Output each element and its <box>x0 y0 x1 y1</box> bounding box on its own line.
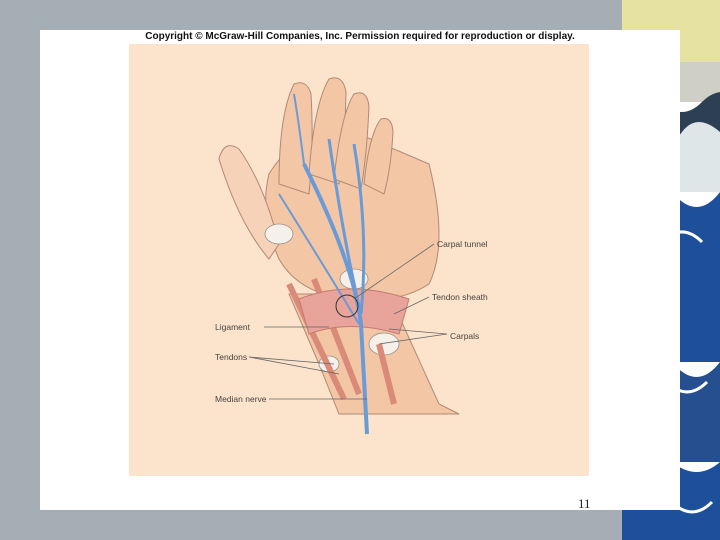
label-tendons: Tendons <box>215 352 247 362</box>
nerve-branch <box>293 93 305 165</box>
thumb-shape <box>218 145 280 260</box>
finger-little <box>363 118 394 195</box>
tendon-line <box>376 343 397 405</box>
label-median-nerve: Median nerve <box>215 394 267 404</box>
label-carpals: Carpals <box>450 331 479 341</box>
nerve-branch <box>352 143 366 315</box>
leader-line <box>248 356 340 375</box>
leader-line <box>248 356 335 365</box>
label-tendon-sheath: Tendon sheath <box>432 292 488 302</box>
copyright-notice: Copyright © McGraw-Hill Companies, Inc. … <box>145 31 575 42</box>
page-number: 11 <box>578 496 591 511</box>
median-nerve-line <box>302 163 369 435</box>
leader-line <box>353 243 435 300</box>
label-carpal-tunnel: Carpal tunnel <box>437 239 488 249</box>
finger-ring <box>333 92 370 190</box>
slide-panel: Copyright © McGraw-Hill Companies, Inc. … <box>40 30 680 511</box>
tendon-line <box>286 282 347 401</box>
carpal-bone <box>264 223 294 245</box>
ligament-band <box>298 288 410 335</box>
leader-line <box>393 296 430 315</box>
label-ligament: Ligament <box>215 322 251 332</box>
carpal-tunnel-figure: Carpal tunnel Tendon sheath Ligament Car… <box>129 44 589 476</box>
nerve-branch <box>278 193 360 325</box>
leader-line <box>388 328 448 335</box>
hand-anatomy-illustration: Carpal tunnel Tendon sheath Ligament Car… <box>215 77 488 435</box>
carpal-tunnel-marker <box>335 294 359 318</box>
leader-line <box>378 333 448 345</box>
